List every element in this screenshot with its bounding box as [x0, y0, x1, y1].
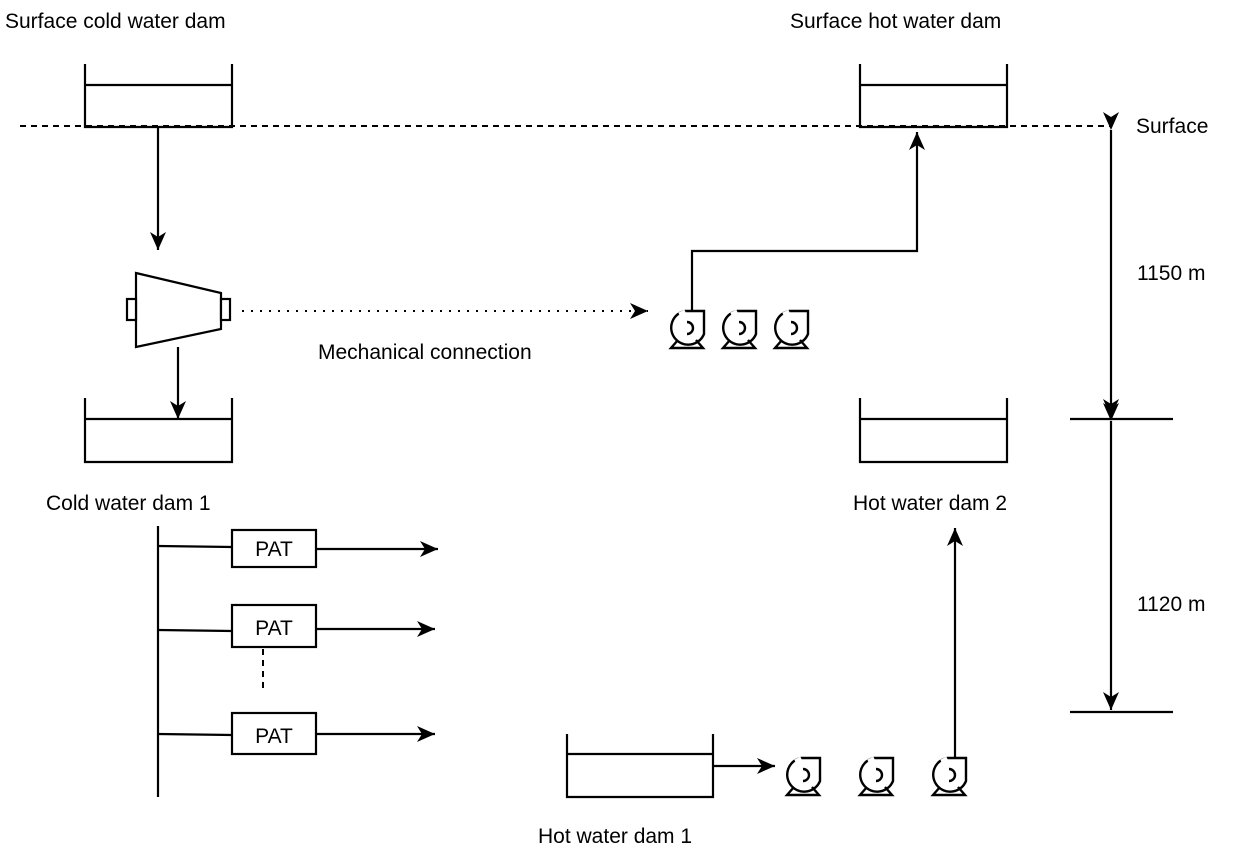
pat-unit-3: PAT — [157, 711, 435, 756]
depth-dimension — [1070, 112, 1173, 714]
mechanical-connection-label: Mechanical connection — [318, 341, 532, 364]
hot-dam-2-reservoir — [858, 398, 1009, 464]
hot-dam-1-reservoir — [565, 734, 715, 799]
upper-pump-3 — [773, 309, 810, 350]
surface-cold-dam-reservoir — [83, 64, 234, 129]
surface-cold-dam-label: Surface cold water dam — [5, 10, 226, 33]
hot-dam-1-label: Hot water dam 1 — [538, 825, 692, 848]
turbine-icon — [125, 271, 232, 349]
pat-label: PAT — [255, 538, 293, 561]
lower-pump-1 — [785, 756, 822, 797]
surface-hot-dam-reservoir — [858, 64, 1009, 129]
upper-pump-riser — [690, 132, 925, 311]
depth-lower-label: 1120 m — [1137, 593, 1206, 616]
lower-pump-3 — [931, 756, 968, 797]
depth-upper-label: 1150 m — [1137, 262, 1206, 285]
upper-pump-2 — [721, 309, 758, 350]
surface-label: Surface — [1136, 115, 1208, 138]
pat-unit-2: PAT — [157, 603, 435, 649]
upper-pump-1 — [669, 309, 706, 350]
hot-dam-2-label: Hot water dam 2 — [853, 492, 1007, 515]
cold-dam-1-label: Cold water dam 1 — [46, 492, 211, 515]
surface-hot-dam-label: Surface hot water dam — [790, 10, 1001, 33]
pat-unit-1: PAT — [157, 528, 438, 569]
pat-label: PAT — [255, 617, 293, 640]
cold-dam-1-reservoir — [83, 398, 234, 464]
pat-label: PAT — [255, 725, 293, 748]
lower-pump-2 — [858, 756, 895, 797]
